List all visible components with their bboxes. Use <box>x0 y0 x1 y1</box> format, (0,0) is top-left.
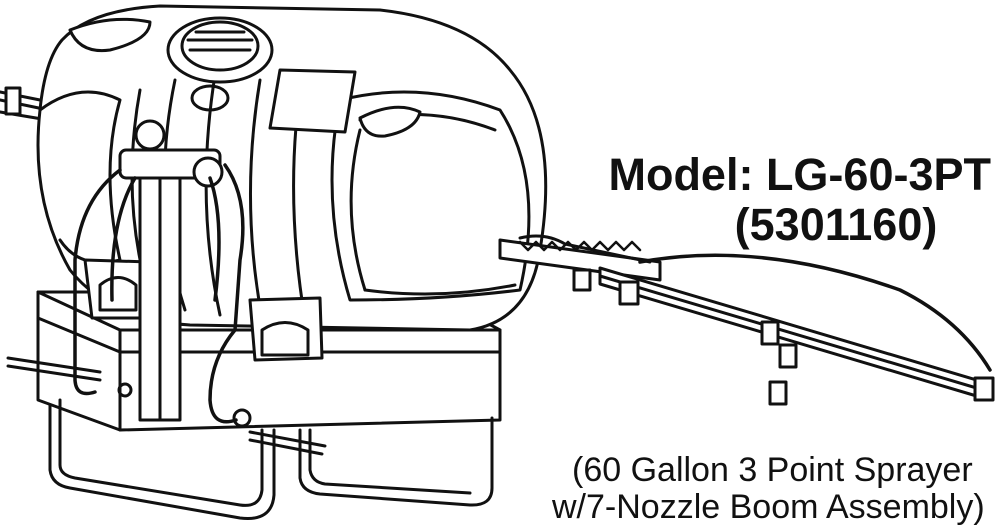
description-line-2: w/7-Nozzle Boom Assembly) <box>552 488 985 525</box>
model-number: Model: LG-60-3PT <box>608 149 991 200</box>
valve-bracket <box>117 119 252 428</box>
hoses <box>73 163 245 424</box>
part-number: (5301160) <box>734 199 938 250</box>
tank-saddles <box>83 258 324 362</box>
model-heading: Model: LG-60-3PT (5301160) <box>571 150 991 250</box>
product-description: (60 Gallon 3 Point Sprayer w/7-Nozzle Bo… <box>552 452 997 525</box>
description-line-1: (60 Gallon 3 Point Sprayer <box>572 452 973 489</box>
right-boom <box>498 234 995 406</box>
